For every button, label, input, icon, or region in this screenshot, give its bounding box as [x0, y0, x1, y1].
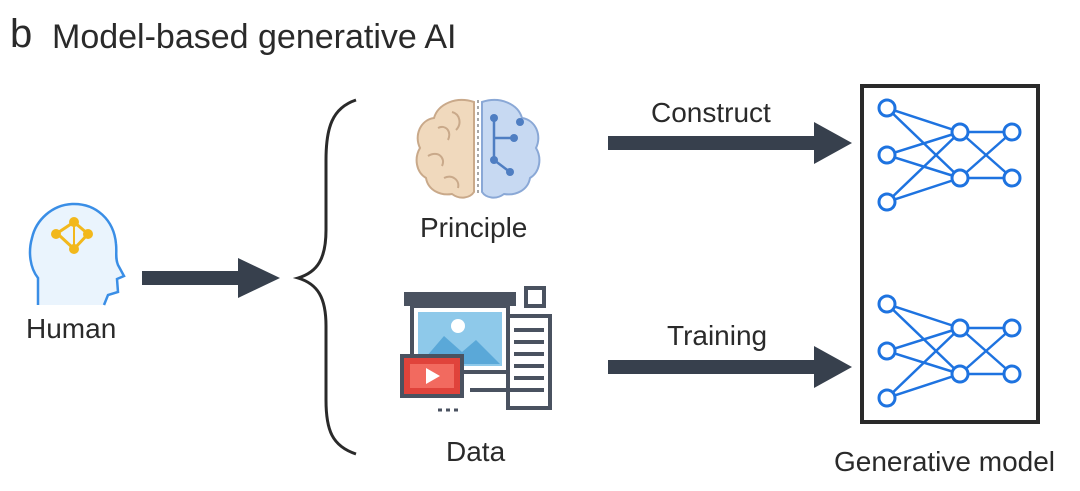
network-node: [1002, 318, 1022, 338]
network-node: [877, 192, 897, 212]
human-head-icon: [28, 202, 126, 306]
training-arrow: [608, 346, 852, 388]
network-node: [950, 364, 970, 384]
node-label-principle: Principle: [420, 212, 528, 243]
network-edge: [886, 302, 961, 330]
neural-network-icon: [877, 98, 1022, 212]
neural-network-icon: [877, 294, 1022, 408]
panel-letter: b: [10, 12, 33, 56]
network-node: [950, 168, 970, 188]
network-node: [1002, 364, 1022, 384]
network-edge: [886, 327, 961, 399]
node-label-data: Data: [446, 436, 506, 467]
network-node: [877, 341, 897, 361]
network-node: [950, 122, 970, 142]
network-edge: [886, 131, 961, 203]
curly-brace: [292, 98, 357, 456]
media-data-icon: [400, 286, 552, 412]
construct-arrow: [608, 122, 852, 164]
network-edge: [959, 327, 1013, 375]
node-label-generative-model: Generative model: [834, 446, 1056, 477]
figure-title: Model-based generative AI: [52, 18, 457, 56]
network-node: [877, 294, 897, 314]
network-edge: [886, 372, 961, 400]
edge-label-construct: Construct: [651, 97, 771, 128]
network-edge: [959, 131, 1013, 179]
network-edge: [886, 106, 961, 134]
node-label-human: Human: [26, 313, 117, 344]
network-node: [877, 98, 897, 118]
network-node: [1002, 168, 1022, 188]
network-node: [950, 318, 970, 338]
human-to-brace-arrow: [142, 258, 280, 298]
network-node: [877, 145, 897, 165]
brain-icon: [415, 99, 541, 199]
network-node: [1002, 122, 1022, 142]
network-node: [877, 388, 897, 408]
network-edge: [886, 176, 961, 204]
network-edge: [886, 130, 961, 157]
network-edge: [886, 326, 961, 353]
edge-label-training: Training: [667, 320, 768, 351]
